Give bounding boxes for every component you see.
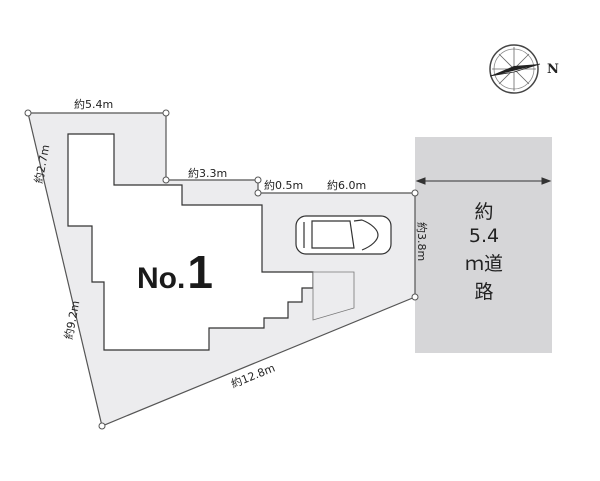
road-label-line1: 約: [474, 201, 493, 223]
dim-step-upper: 約3.3m: [188, 166, 227, 180]
compass-north-label: N: [547, 62, 559, 77]
road-label-line2: 5.4: [469, 225, 499, 247]
lot-label-number: 1: [187, 246, 213, 298]
road-width-arrow: [415, 177, 552, 185]
road-label-line3: ｍ道: [465, 253, 503, 275]
compass-icon: [489, 44, 541, 94]
dim-step-right: 約6.0m: [327, 178, 366, 192]
lot-label-prefix: No.: [137, 262, 185, 295]
road-area: [415, 137, 552, 353]
dim-frontage: 約3.8m: [415, 222, 429, 261]
lot-label: No.1: [137, 246, 213, 298]
building-footprint: [67, 133, 314, 351]
dim-step-small: 約0.5m: [264, 178, 303, 192]
road-label-line4: 路: [474, 281, 493, 303]
car-icon: [295, 215, 392, 255]
dim-top-left: 約5.4m: [74, 97, 113, 111]
corner-markers: [24, 109, 419, 430]
parking-area: [312, 271, 355, 321]
